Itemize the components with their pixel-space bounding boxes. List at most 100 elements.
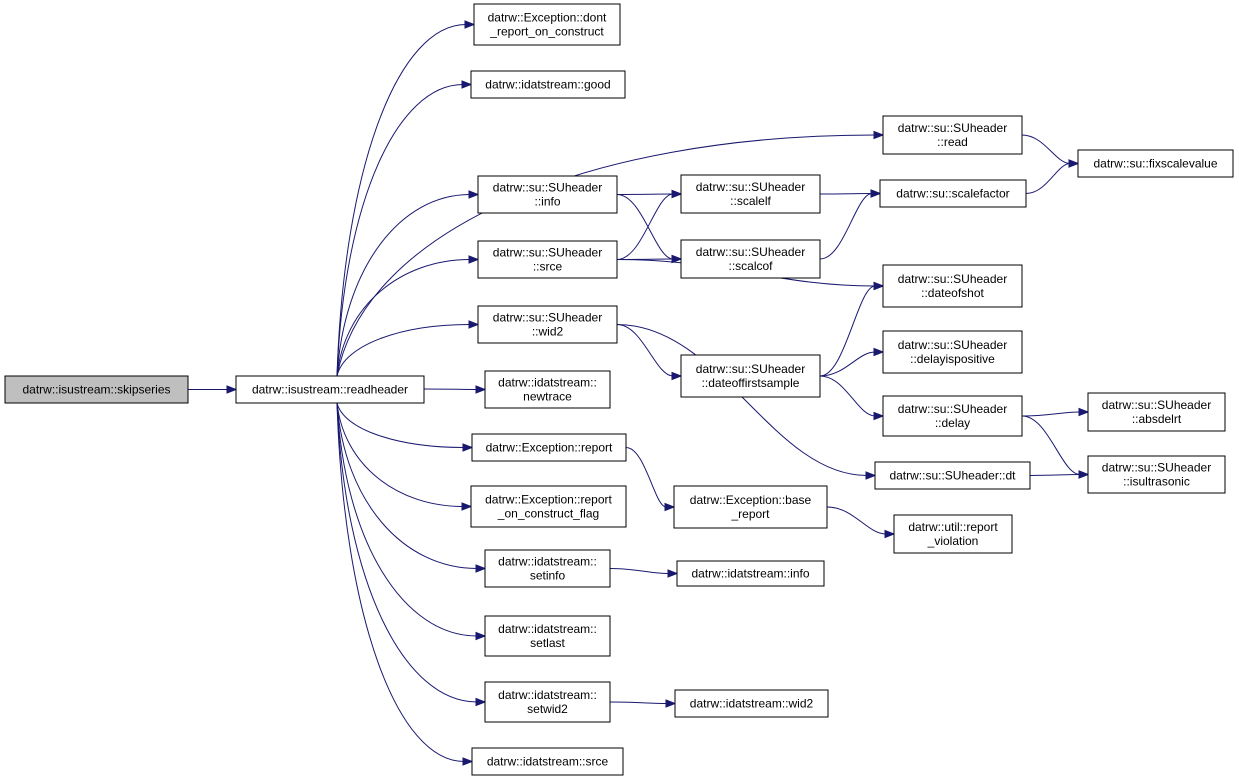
node-readheader[interactable]: datrw::isustream::readheader <box>235 375 425 404</box>
node-setwid2[interactable]: datrw::idatstream::setwid2 <box>484 681 611 723</box>
node-label: datrw::su::SUheader <box>493 181 602 195</box>
node-label: _violation <box>927 534 979 548</box>
edge-line <box>336 402 478 703</box>
edge-line <box>336 402 465 448</box>
node-su-info[interactable]: datrw::su::SUheader::info <box>477 175 618 214</box>
edge-dateoffirstsample-to-delayispositive <box>819 347 885 377</box>
node-exc-report[interactable]: datrw::Exception::report <box>471 433 627 462</box>
node-delayispositive[interactable]: datrw::su::SUheader::delayispositive <box>882 330 1023 374</box>
edge-dateoffirstsample-to-dateofshot <box>819 281 885 377</box>
edge-readheader-to-setwid2 <box>336 402 487 707</box>
node-ids-srce[interactable]: datrw::idatstream::srce <box>471 747 624 776</box>
node-label: datrw::idatstream:: <box>498 555 597 569</box>
node-label: datrw::su::scalefactor <box>896 187 1009 201</box>
edge-su-wid2-to-dateoffirstsample <box>616 324 683 381</box>
node-fixscalevalue[interactable]: datrw::su::fixscalevalue <box>1077 149 1234 178</box>
arrowhead-icon <box>884 529 896 539</box>
node-label: datrw::su::SUheader <box>696 180 805 194</box>
node-su-read[interactable]: datrw::su::SUheader::read <box>882 115 1023 155</box>
arrowhead-icon <box>671 371 683 381</box>
edge-line <box>819 193 873 260</box>
node-box <box>471 747 624 776</box>
edge-readheader-to-setlast <box>336 402 487 641</box>
node-label: datrw::su::SUheader <box>696 362 805 376</box>
node-label: datrw::su::SUheader <box>898 402 1007 416</box>
node-box <box>674 689 829 718</box>
node-scalefactor[interactable]: datrw::su::scalefactor <box>879 179 1027 208</box>
node-good[interactable]: datrw::idatstream::good <box>470 70 626 99</box>
node-label: datrw::idatstream:: <box>498 376 597 390</box>
node-scalelf[interactable]: datrw::su::SUheader::scalelf <box>680 174 821 214</box>
node-box <box>882 330 1023 374</box>
node-su-wid2[interactable]: datrw::su::SUheader::wid2 <box>477 305 618 344</box>
arrowhead-icon <box>475 631 487 641</box>
node-box <box>1087 392 1226 432</box>
node-box <box>477 305 618 344</box>
node-label: datrw::idatstream:: <box>498 622 597 636</box>
node-delay[interactable]: datrw::su::SUheader::delay <box>882 395 1023 437</box>
edge-line <box>609 701 668 704</box>
arrowhead-icon <box>462 757 474 766</box>
arrowhead-icon <box>671 254 683 264</box>
node-dateofshot[interactable]: datrw::su::SUheader::dateofshot <box>882 264 1023 308</box>
node-dateoffirstsample[interactable]: datrw::su::SUheader::dateoffirstsample <box>680 354 821 398</box>
node-setinfo[interactable]: datrw::idatstream::setinfo <box>484 549 611 588</box>
node-label: ::isultrasonic <box>1123 475 1190 489</box>
node-box <box>680 354 821 398</box>
node-box <box>680 174 821 214</box>
edge-line <box>616 194 674 260</box>
edges-layer <box>188 20 1090 766</box>
edge-scalcof-to-scalefactor <box>819 189 882 260</box>
edge-readheader-to-newtrace <box>423 385 487 394</box>
edge-delay-to-absdelrt <box>1021 407 1090 417</box>
node-box <box>477 175 618 214</box>
node-skipseries[interactable]: datrw::isustream::skipseries <box>4 375 189 404</box>
edge-line <box>336 84 464 377</box>
edge-readheader-to-ids-srce <box>336 402 474 766</box>
arrowhead-icon <box>462 443 474 452</box>
node-newtrace[interactable]: datrw::idatstream::newtrace <box>484 370 611 409</box>
node-absdelrt[interactable]: datrw::su::SUheader::absdelrt <box>1087 392 1226 432</box>
node-su-dt[interactable]: datrw::su::SUheader::dt <box>874 461 1031 490</box>
node-label: ::dateofshot <box>921 286 984 300</box>
edge-line <box>336 24 467 377</box>
node-box <box>477 240 618 279</box>
node-report-flag[interactable]: datrw::Exception::report_on_construct_fl… <box>470 485 627 528</box>
edge-line <box>336 194 471 377</box>
arrowhead-icon <box>475 697 487 707</box>
node-label: newtrace <box>523 390 572 404</box>
node-label: datrw::Exception::base <box>690 493 812 507</box>
node-label: setlast <box>530 636 565 650</box>
node-label: setinfo <box>530 569 566 583</box>
node-label: ::delayispositive <box>910 352 995 366</box>
node-label: datrw::su::SUheader <box>1102 398 1211 412</box>
node-box <box>882 264 1023 308</box>
node-dont-report[interactable]: datrw::Exception::dont_report_on_constru… <box>473 3 621 46</box>
node-box <box>484 549 611 588</box>
node-label: datrw::Exception::report <box>485 493 612 507</box>
node-box <box>1077 149 1234 178</box>
node-report-violation[interactable]: datrw::util::report_violation <box>893 514 1013 554</box>
node-box <box>484 681 611 723</box>
node-ids-wid2[interactable]: datrw::idatstream::wid2 <box>674 689 829 718</box>
arrowhead-icon <box>468 320 480 329</box>
edge-readheader-to-exc-report <box>336 402 474 452</box>
node-label: datrw::idatstream:: <box>498 688 597 702</box>
node-label: datrw::idatstream::wid2 <box>690 697 814 711</box>
node-ids-info[interactable]: datrw::idatstream::info <box>676 560 825 587</box>
node-box <box>484 615 611 657</box>
edge-skipseries-to-readheader <box>188 385 238 394</box>
edge-line <box>616 324 674 377</box>
node-box <box>471 433 627 462</box>
arrowhead-icon <box>665 699 677 708</box>
nodes-layer: datrw::isustream::skipseries datrw::isust… <box>4 3 1234 776</box>
node-scalcof[interactable]: datrw::su::SUheader::scalcof <box>680 239 821 279</box>
node-su-srce[interactable]: datrw::su::SUheader::srce <box>477 240 618 279</box>
node-base-report[interactable]: datrw::Exception::base_report <box>673 485 828 529</box>
node-setlast[interactable]: datrw::idatstream::setlast <box>484 615 611 657</box>
edge-line <box>1021 411 1081 417</box>
arrowhead-icon <box>1078 407 1090 417</box>
node-isultrasonic[interactable]: datrw::su::SUheader::isultrasonic <box>1087 455 1226 494</box>
node-label: datrw::su::fixscalevalue <box>1093 157 1217 171</box>
